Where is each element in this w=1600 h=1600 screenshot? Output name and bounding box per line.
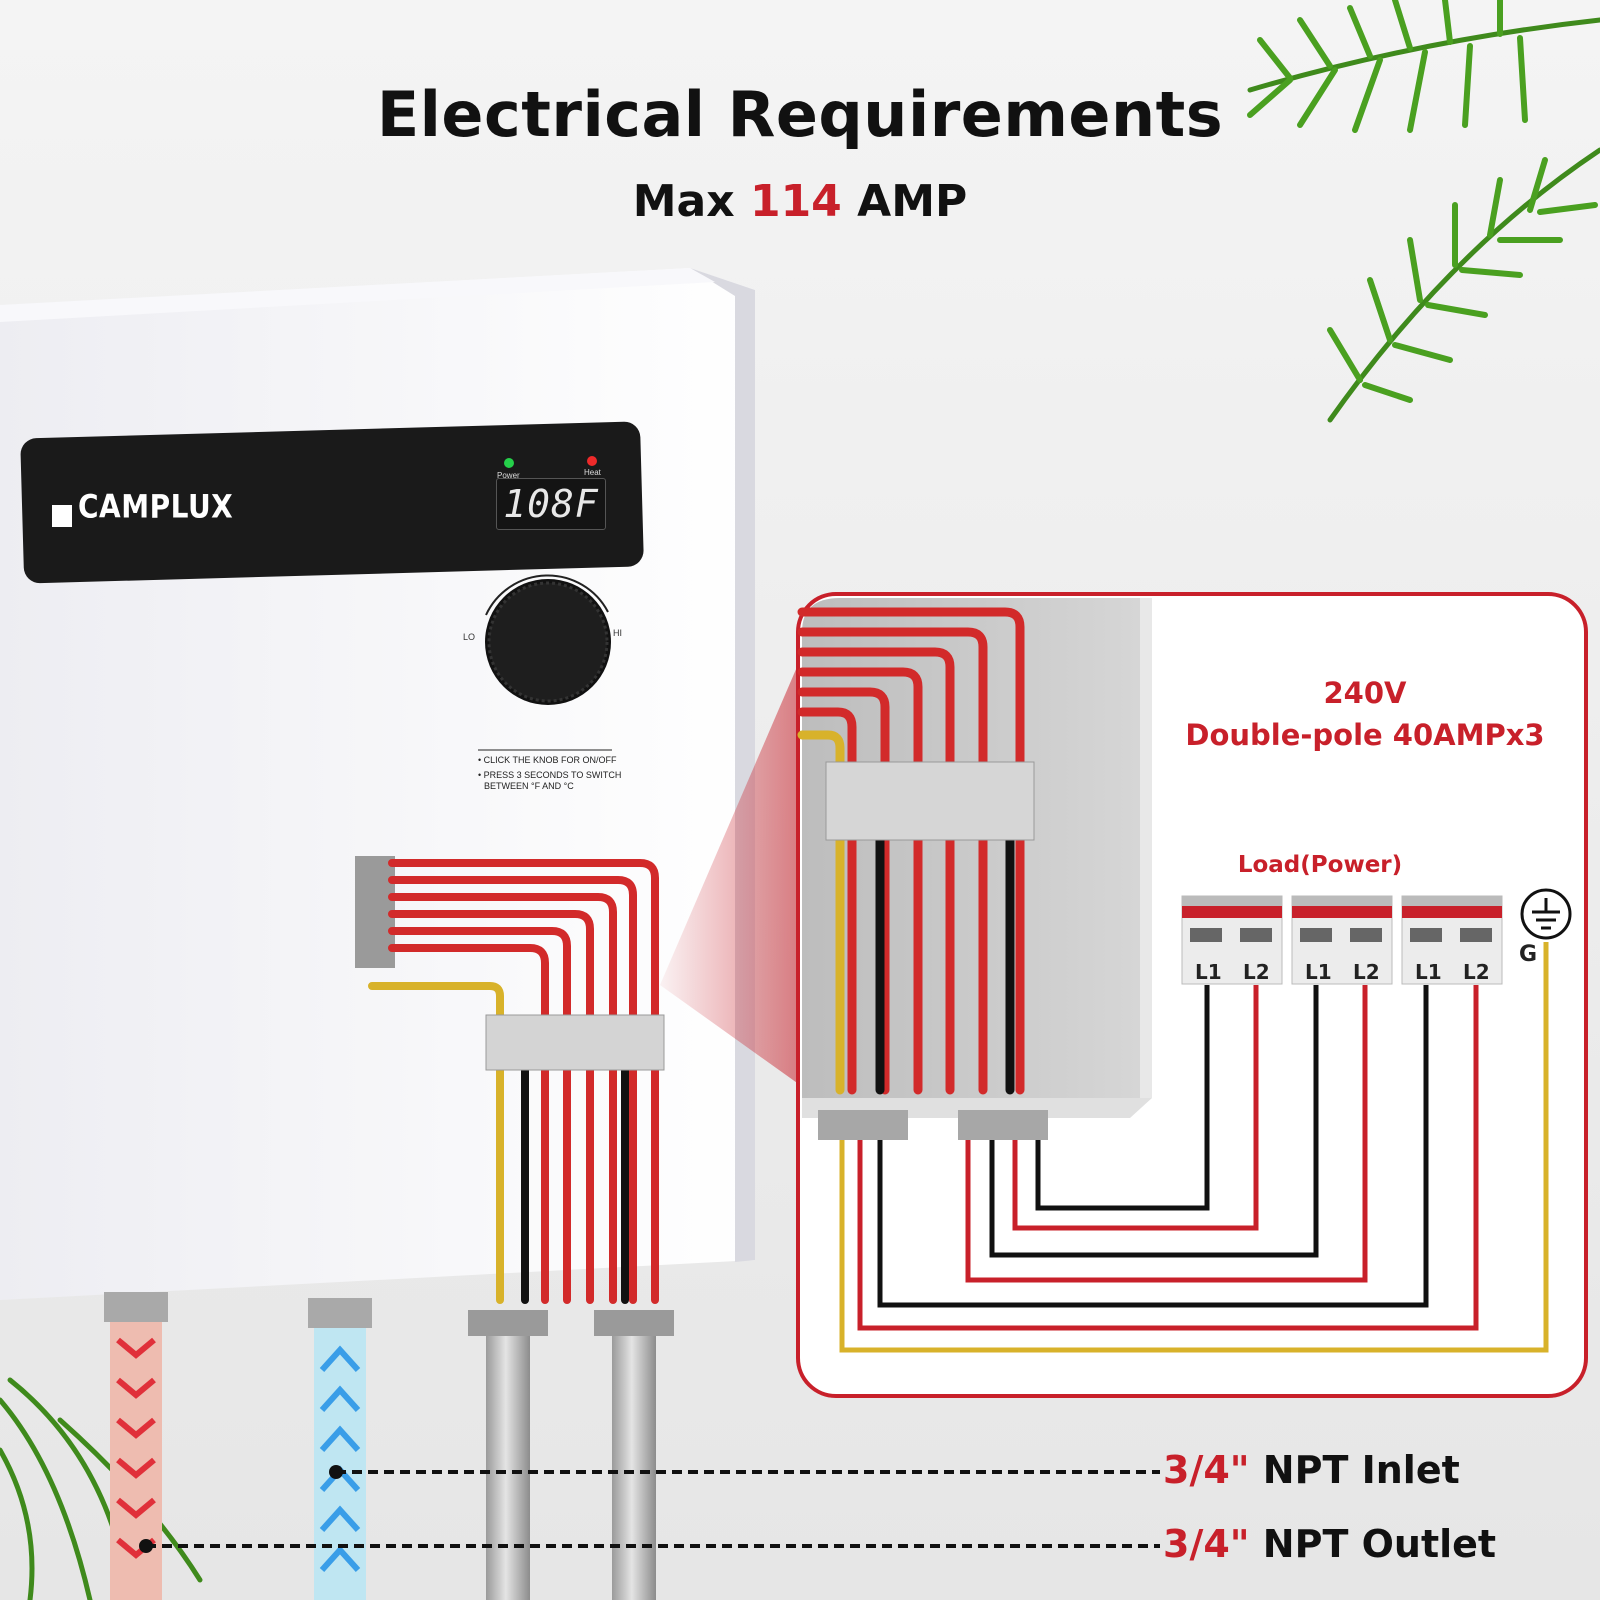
subtitle-suffix: AMP xyxy=(857,176,968,227)
power-indicator-label: Power xyxy=(497,471,520,480)
amp-value: 114 xyxy=(749,176,842,227)
max-amp-subtitle: Max 114 AMP xyxy=(0,176,1600,227)
outlet-size: 3/4" xyxy=(1163,1522,1250,1566)
conduit-left xyxy=(486,1320,530,1600)
hot-water-pipe xyxy=(110,1295,162,1600)
zoom-beam xyxy=(660,660,800,1085)
page-title: Electrical Requirements xyxy=(376,78,1224,151)
voltage-label: 240V xyxy=(1323,676,1407,710)
leader-lines xyxy=(139,1465,1160,1553)
terminal-block xyxy=(825,761,1035,841)
breaker-3-l2: L2 xyxy=(1463,960,1490,984)
instruction-units: BETWEEN °F AND °C xyxy=(484,781,574,791)
ground-label: G xyxy=(1519,942,1538,967)
breaker-spec-label: Double-pole 40AMPx3 xyxy=(1185,718,1545,752)
plant-decoration xyxy=(0,1377,203,1600)
breaker-2 xyxy=(1291,895,1393,985)
inlet-text: NPT Inlet xyxy=(1262,1448,1460,1492)
outlet-label: 3/4" NPT Outlet xyxy=(1163,1522,1496,1566)
power-indicator-icon xyxy=(504,458,514,468)
wiring-callout xyxy=(796,592,1588,1398)
palm-leaf-decoration xyxy=(1247,0,1600,423)
inlet-size: 3/4" xyxy=(1163,1448,1250,1492)
outlet-text: NPT Outlet xyxy=(1262,1522,1497,1566)
breaker-2-l1: L1 xyxy=(1305,960,1332,984)
heater-brand: CAMPLUX xyxy=(78,487,234,526)
conduit-right xyxy=(612,1320,656,1600)
inlet-label: 3/4" NPT Inlet xyxy=(1163,1448,1460,1492)
heater-wiring xyxy=(355,856,665,1304)
breaker-3 xyxy=(1401,895,1503,985)
control-panel xyxy=(20,421,644,584)
water-heater-unit xyxy=(0,268,755,1600)
breaker-3-l1: L1 xyxy=(1415,960,1442,984)
heat-indicator-label: Heat xyxy=(584,468,601,477)
temperature-display: 108F xyxy=(496,478,606,530)
instruction-switch: • PRESS 3 SECONDS TO SWITCH xyxy=(478,770,622,780)
heat-indicator-icon xyxy=(587,456,597,466)
instruction-onoff: • CLICK THE KNOB FOR ON/OFF xyxy=(478,755,617,765)
subtitle-prefix: Max xyxy=(632,176,735,227)
breaker-1-l1: L1 xyxy=(1195,960,1222,984)
knob-lo-label: LO xyxy=(463,632,476,642)
breaker-1-l2: L2 xyxy=(1243,960,1270,984)
breaker-1 xyxy=(1181,895,1283,985)
knob-hi-label: HI xyxy=(613,628,622,638)
hot-flow-arrows xyxy=(116,1337,156,1559)
load-power-label: Load(Power) xyxy=(1237,852,1403,878)
breaker-2-l2: L2 xyxy=(1353,960,1380,984)
ground-icon xyxy=(1520,888,1572,940)
brand-logo-icon xyxy=(52,505,72,527)
